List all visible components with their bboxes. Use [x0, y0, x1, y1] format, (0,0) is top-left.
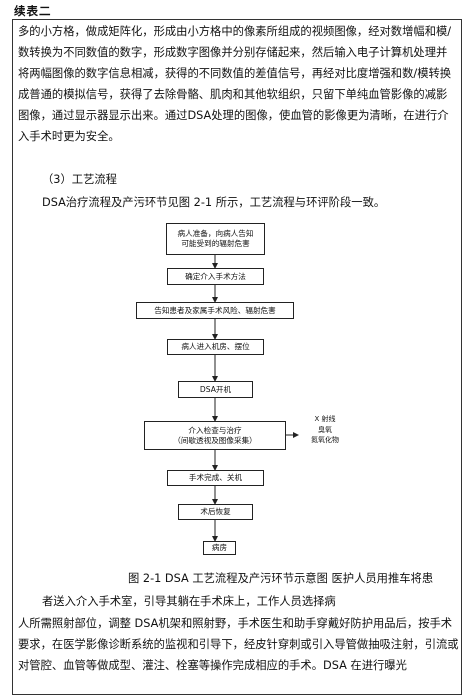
flow-step-dsa-start: DSA开机	[178, 381, 253, 398]
content-frame	[12, 19, 462, 695]
paragraph-procedure: 人所需照射部位，调整 DSA机架和照射野，手术医生和助手穿戴好防护用品后，按手术…	[18, 617, 459, 672]
flow-step-enter-room: 病人进入机房、摆位	[167, 339, 264, 355]
flow-step-recovery: 术后恢复	[178, 504, 253, 520]
flowchart-arrows	[212, 255, 299, 542]
flow-step-inform-risk: 告知患者及家属手术风险、辐射危害	[136, 302, 294, 319]
figure-caption: 图 2-1 DSA 工艺流程及产污环节示意图 医护人员用推车将患	[128, 572, 434, 585]
flow-step-ward: 病房	[203, 541, 236, 555]
flowchart-intro: DSA治疗流程及产污环节见图 2-1 所示，工艺流程与环评阶段一致。	[42, 196, 386, 209]
flow-step-patient-preparation: 病人准备，向病人告知 可能受到的辐射危害	[166, 223, 265, 255]
pollutant-outputs: X 射线 臭氧 氮氧化物	[311, 415, 339, 444]
flow-step-complete-shutdown: 手术完成、关机	[167, 470, 264, 486]
flow-step-determine-method: 确定介入手术方法	[167, 268, 264, 285]
paragraph-dsa-principle: 多的小方格，做成矩阵化，形成由小方格中的像素所组成的视频图像，经对数增幅和模/数…	[18, 25, 452, 143]
flow-step-intervention: 介入检查与治疗 （间歇透视及图像采集）	[144, 421, 286, 450]
caption-continuation: 者送入介入手术室，引导其躺在手术床上，工作人员选择病	[42, 595, 336, 608]
continuation-header: 续表二	[14, 4, 52, 18]
section-subheading: （3）工艺流程	[42, 173, 117, 186]
